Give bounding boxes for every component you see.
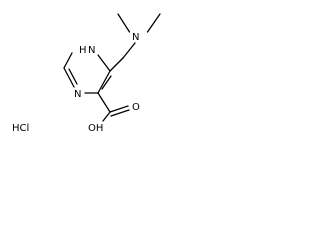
molecule-structure: N H N N O OH HCl: [12, 13, 161, 134]
bond-c2-n3-outer: [63, 67, 75, 88]
atom-h-ring: H: [79, 45, 87, 56]
structure-canvas: N H N N O OH HCl: [0, 0, 182, 148]
bond-n-ch2: [122, 42, 136, 59]
bond-c4-c5-outer: [97, 70, 111, 94]
bond-c-oh: [102, 111, 111, 122]
atom-n-ring: N: [74, 89, 81, 100]
atom-oh: OH: [88, 123, 103, 134]
bond-nme-left: [117, 13, 131, 33]
bond-ch2-c5: [109, 57, 124, 72]
bond-n1-c2: [63, 52, 73, 69]
bond-c2-n3-inner: [68, 68, 78, 85]
atom-n-amine: N: [132, 32, 139, 43]
atom-n-ring-h: N: [88, 45, 95, 56]
bond-c-o-double-a: [109, 105, 129, 113]
bond-c-o-double-b: [110, 109, 130, 117]
bond-c4-cooh: [97, 92, 111, 113]
bond-nme-right: [146, 13, 161, 33]
atom-o-carbonyl: O: [132, 102, 140, 113]
bond-c5-n1: [97, 54, 111, 72]
salt-label: HCl: [12, 123, 29, 134]
bond-c4-c5-inner: [101, 75, 112, 90]
